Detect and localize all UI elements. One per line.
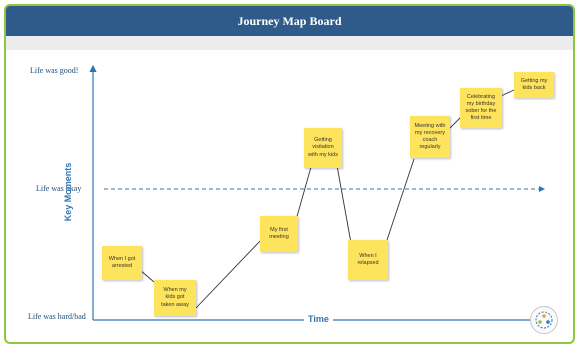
- x-axis-title: Time: [304, 314, 333, 324]
- toolbar-strip: [6, 36, 573, 50]
- logo-mark-icon: [535, 311, 553, 329]
- sticky-note-arrested[interactable]: When I got arrested: [102, 246, 142, 280]
- sticky-note-birthday-sober[interactable]: Celebrating my birthday sober for the fi…: [460, 88, 502, 128]
- board-canvas: Life was good! Life was okay Life was ha…: [6, 50, 573, 342]
- level-label-okay: Life was okay: [36, 184, 82, 193]
- level-label-good: Life was good!: [30, 66, 79, 75]
- level-label-bad: Life was hard/bad: [28, 312, 86, 321]
- note-connectors: [139, 89, 515, 309]
- journey-map-board: Journey Map Board Life was good! Life wa…: [4, 4, 575, 344]
- sticky-note-first-meeting[interactable]: My first meeting: [260, 216, 298, 252]
- board-title: Journey Map Board: [6, 6, 573, 36]
- circle-logo-icon: [530, 306, 558, 334]
- sticky-note-recovery-coach[interactable]: Meeting with my recovery coach regularly: [410, 116, 450, 158]
- sticky-note-relapsed[interactable]: When I relapsed: [348, 240, 388, 280]
- sticky-note-visitation[interactable]: Getting visitation with my kids: [304, 128, 342, 168]
- sticky-note-kids-taken[interactable]: When my kids got taken away: [154, 280, 196, 316]
- y-axis-title: Key Moments: [63, 162, 73, 222]
- sticky-note-kids-back[interactable]: Getting my kids back: [514, 72, 554, 98]
